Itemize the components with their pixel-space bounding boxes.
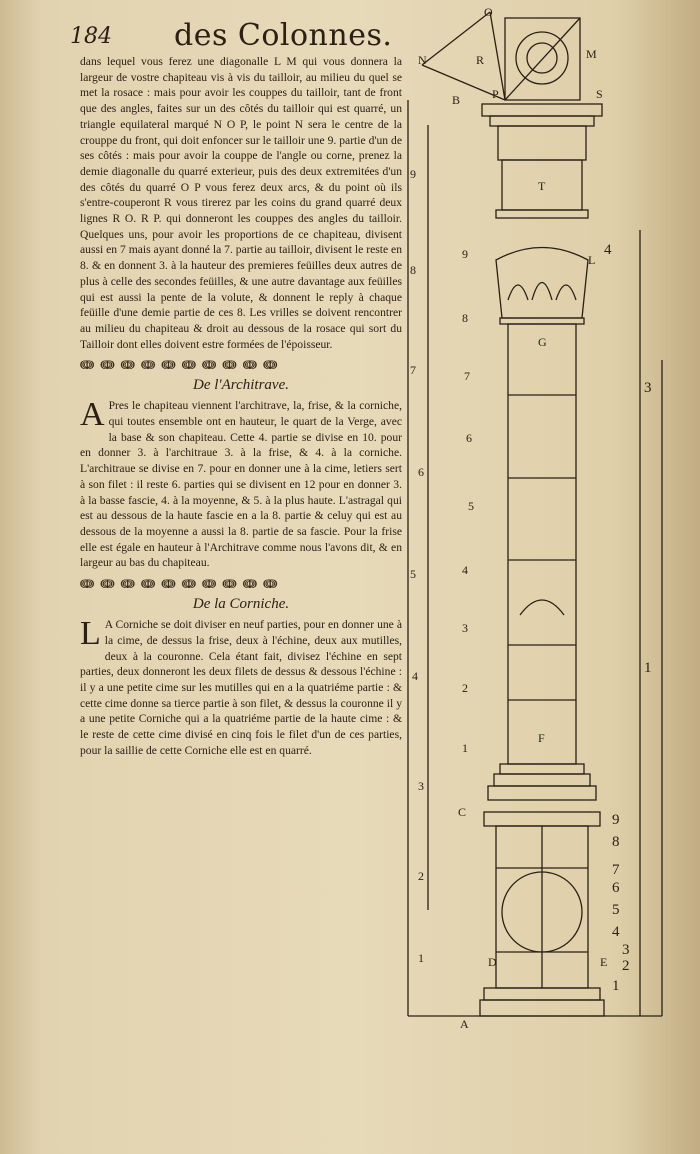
shaft-mark-9: 9 [462,247,468,261]
pedestal-base [483,987,601,1001]
column-shaft [507,323,577,765]
right-scale-1: 1 [612,978,620,994]
dropcap-a: A [80,396,105,434]
side-mark-1: 1 [644,660,652,676]
label-t: T [538,179,546,193]
label-f: F [538,731,545,745]
running-title: des Colonnes. [174,18,393,53]
section-title-architrave: De l'Architrave. [193,377,289,394]
pedestal-cornice [483,811,601,827]
shaft-mark-3: 3 [462,621,468,635]
left-scale-2: 2 [418,869,424,883]
right-scale-6: 6 [612,880,620,896]
left-scale-3: 3 [418,779,424,793]
column-drawing: O N R P M B S T L G F C D E A 9 8 7 6 5 … [407,5,663,1031]
corinthian-capital [495,246,589,319]
label-o: O [484,5,493,19]
label-p: P [492,87,499,101]
capital-plan-square [504,17,581,101]
pedestal-plinth [479,999,605,1017]
left-scale-1: 1 [418,951,424,965]
shaft-mark-2: 2 [462,681,468,695]
astragal [499,317,585,325]
left-scale-8: 8 [410,263,416,277]
shaft-mark-8: 8 [462,311,468,325]
left-scale-7: 7 [410,363,416,377]
right-scale-5: 5 [612,902,620,918]
right-scale-3: 3 [622,942,630,958]
label-g: G [538,335,547,349]
right-scale-4: 4 [612,924,620,940]
abacus [481,103,603,117]
left-scale-5: 5 [410,567,416,581]
text-column: dans lequel vous ferez une diagonalle L … [80,54,402,758]
label-e: E [600,955,607,969]
architrave-band [489,115,595,127]
shaft-mark-5: 5 [468,499,474,513]
moulding [495,209,589,219]
shaft-mark-6: 6 [466,431,472,445]
capital-plan-circle [515,31,569,85]
label-l: L [588,253,595,267]
right-scale-8: 8 [612,834,620,850]
acanthus-leaves [507,281,577,301]
label-a: A [460,1017,469,1031]
construction-line [421,11,491,66]
left-scale-4: 4 [412,669,418,683]
dropcap-l: L [80,615,101,653]
label-n: N [418,53,427,67]
section-title-corniche: De la Corniche. [192,596,290,613]
capital-plan-inner-circle [526,42,558,74]
left-scale-9: 9 [410,167,416,181]
left-scale-6: 6 [418,465,424,479]
paragraph-architrave-text: Pres le chapiteau viennent l'architrave,… [80,399,402,570]
label-c: C [458,805,466,819]
right-scale-7: 7 [612,862,620,878]
base-plinth [487,785,597,801]
label-m: M [586,47,597,61]
shaft-mark-4: 4 [462,563,468,577]
label-b: B [452,93,460,107]
construction-line [504,17,581,101]
shaft-mark-1: 1 [462,741,468,755]
ornament-divider: ↈ ↈ ↈ ↈ ↈ ↈ ↈ ↈ ↈ ↈ [80,358,279,374]
shaft-mark-7: 7 [464,369,470,383]
construction-line [489,11,506,101]
label-r: R [476,53,484,67]
paragraph-chapiteau: dans lequel vous ferez une diagonalle L … [80,55,402,351]
paragraph-corniche-text: A Corniche se doit diviser en neuf parti… [80,618,402,757]
shaft-arc [519,599,565,616]
side-mark-3: 3 [644,380,652,396]
base-scotia [493,773,591,787]
label-d: D [488,955,497,969]
right-scale-9: 9 [612,812,620,828]
construction-line [421,64,506,101]
right-scale-2: 2 [622,958,630,974]
frieze-block [497,125,587,161]
side-mark-4: 4 [604,242,612,258]
column-engraving: O N R P M B S T L G F C D E A 9 8 7 6 5 … [400,0,700,1154]
ornament-divider: ↈ ↈ ↈ ↈ ↈ ↈ ↈ ↈ ↈ ↈ [80,577,279,593]
base-torus [499,763,585,775]
page-number: 184 [70,24,112,49]
label-s: S [596,87,603,101]
